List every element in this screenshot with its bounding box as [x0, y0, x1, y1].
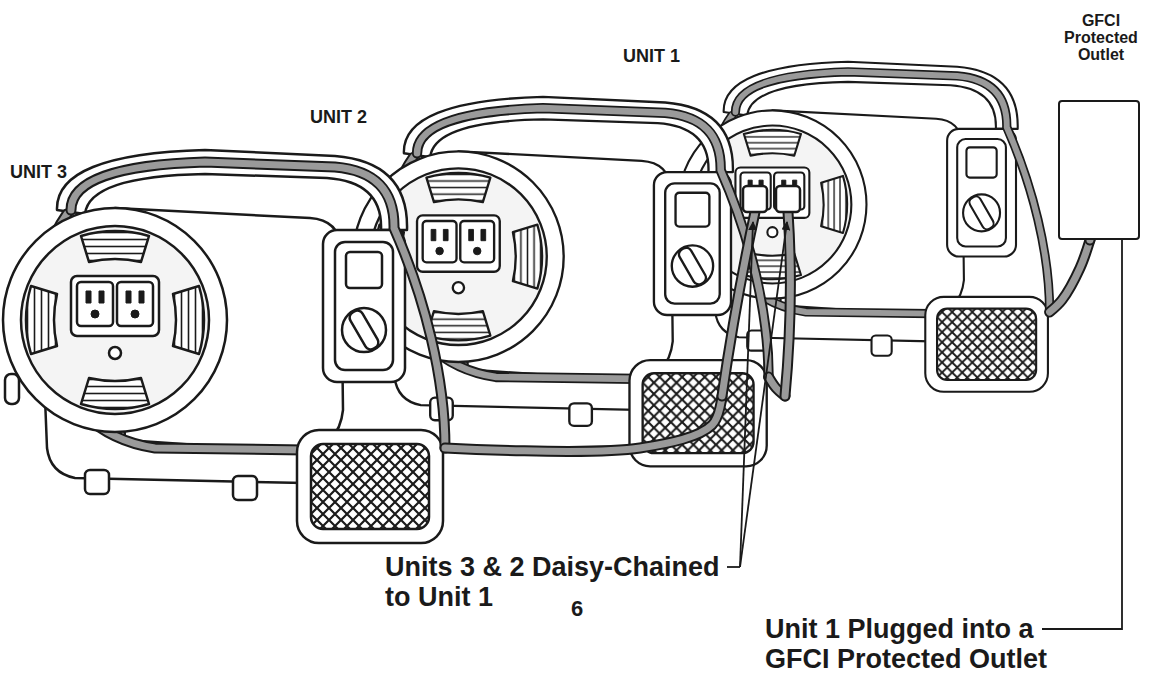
plate-screw [1097, 115, 1101, 119]
page-number: 6 [571, 596, 611, 622]
ground-hole [1096, 148, 1103, 155]
power-cord [445, 396, 722, 451]
wall-plate [1068, 112, 1130, 230]
plug [1081, 186, 1109, 214]
power-cord [1050, 240, 1090, 312]
cord-stub-outline [1090, 214, 1094, 240]
air-mover-unit: UNIT 3 [5, 148, 445, 548]
air-mover-unit [3, 150, 445, 543]
leader-line [740, 222, 787, 567]
plug [776, 186, 800, 212]
cord-stub-outline [785, 212, 790, 396]
receptacle-slot [1091, 132, 1095, 143]
power-cord-line [1050, 240, 1090, 312]
callout-text: Units 3 & 2 Daisy-Chained to Unit 1 [385, 552, 735, 612]
cord-stub [785, 212, 790, 396]
power-cord-outline [445, 396, 722, 451]
unit-label: UNIT 2 [310, 107, 367, 127]
power-cord-outline [1050, 240, 1090, 312]
leader-line [1042, 222, 1122, 629]
unit-label: UNIT 3 [10, 162, 67, 182]
plug [743, 186, 767, 212]
wall-receptacle [1083, 125, 1115, 159]
gfci-button [1090, 164, 1108, 173]
outlet-label: GFCI Protected Outlet [1050, 12, 1152, 63]
callout-text: Unit 1 Plugged into a GFCI Protected Out… [765, 614, 1075, 674]
power-cord-line [445, 396, 722, 451]
air-mover-unit: UNIT 2 [355, 95, 769, 471]
cord-stub [1090, 214, 1094, 240]
leader-line [727, 566, 740, 568]
air-mover-unit: UNIT 1 [680, 60, 1050, 396]
unit-label: UNIT 1 [623, 46, 680, 66]
receptacle-slot [1103, 132, 1107, 143]
